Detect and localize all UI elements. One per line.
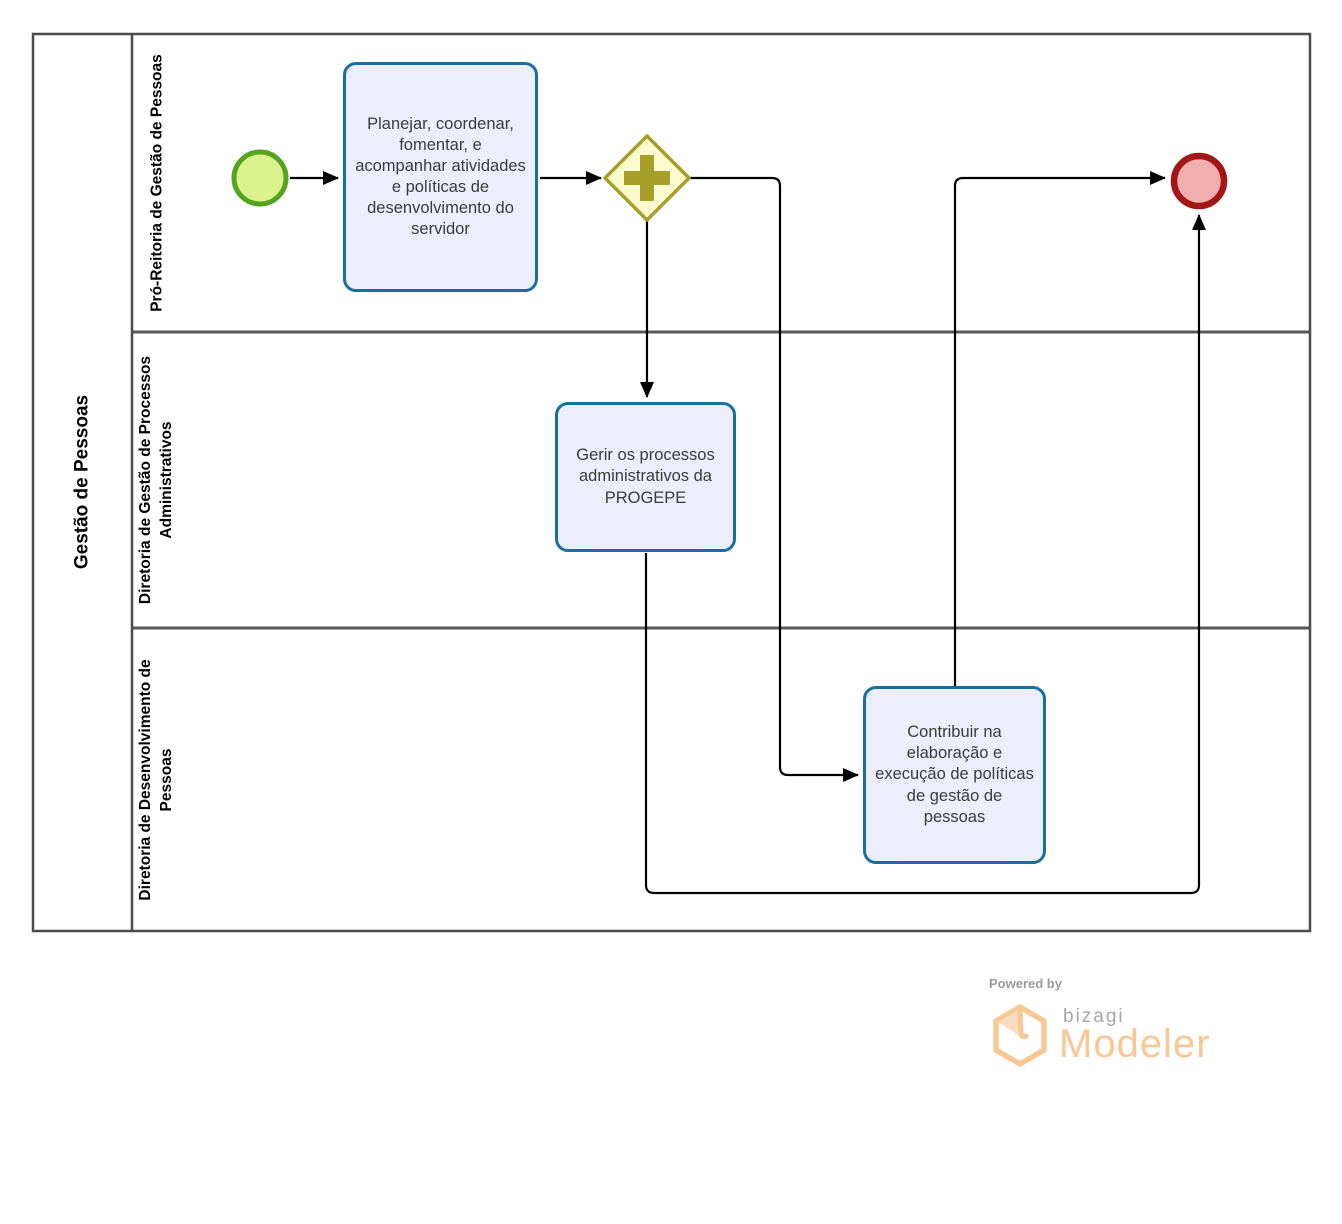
powered-by-text: Powered by [989,976,1062,991]
bizagi-hexagon-fold [998,1009,1021,1037]
flow-task2-to-end [644,214,1206,895]
task-gerir-processos-label: Gerir os processos administrativos da PR… [576,446,715,507]
flow-task3-to-end [953,171,1166,686]
pool-title: Gestão de Pessoas [71,394,93,570]
task-gerir-processos: Gerir os processos administrativos da PR… [555,402,736,552]
bizagi-hexagon-outline [993,1004,1047,1067]
sequence-flows [290,171,1206,895]
task-planejar: Planejar, coordenar, fomentar, e acompan… [343,62,538,292]
task-contribuir-label: Contribuir na elaboração e execução de p… [875,723,1034,826]
pool-border [31,32,1312,933]
task-contribuir: Contribuir na elaboração e execução de p… [863,686,1046,864]
pool-frame [31,32,1312,933]
parallel-gateway-plus-icon [640,155,654,201]
lane-label-pro-reitoria: Pró-Reitoria de Gestão de Pessoas [148,54,166,312]
end-event-circle-icon [1170,152,1228,210]
bizagi-brand-text: bizagi [1063,1006,1125,1027]
bizagi-hexagon-crease [1017,1007,1029,1040]
start-event-circle-icon [231,149,289,207]
bizagi-box-icon [990,1003,1050,1074]
task-planejar-label: Planejar, coordenar, fomentar, e acompan… [355,114,526,239]
lane-label-diretoria-desenvolvimento: Diretoria de Desenvolvimento de Pessoas [137,659,175,901]
lane-label-diretoria-processos: Diretoria de Gestão de Processos Adminis… [137,355,175,605]
parallel-gateway [603,134,691,222]
modeler-product-text: Modeler [1059,1022,1211,1066]
flow-gateway-to-task3 [690,176,859,782]
